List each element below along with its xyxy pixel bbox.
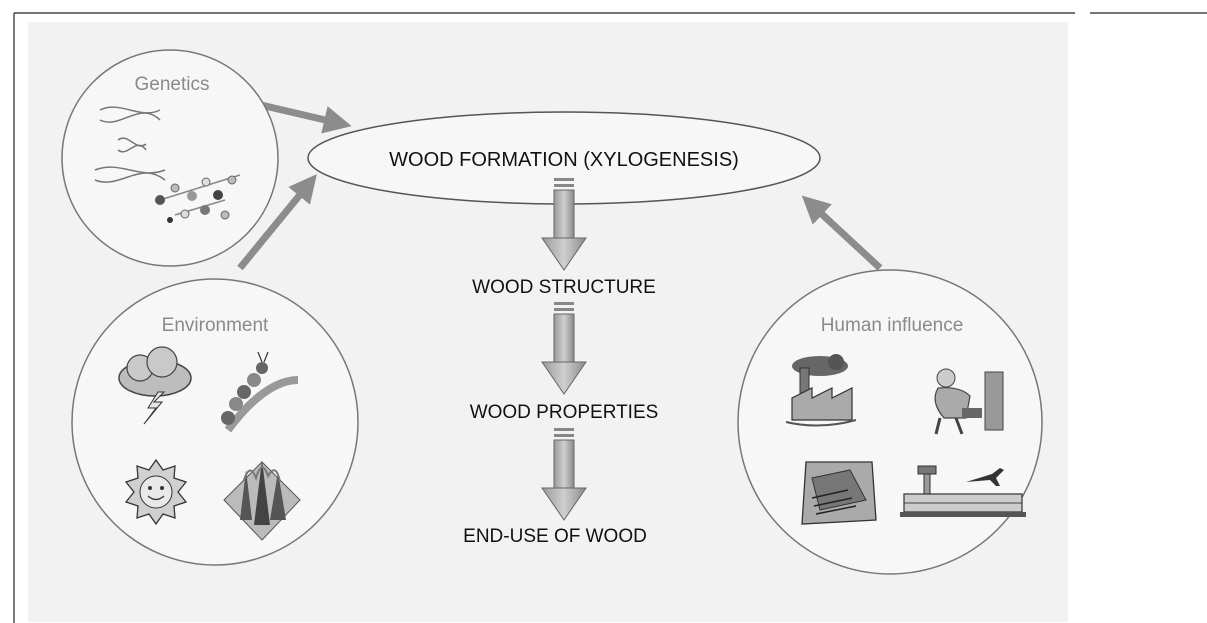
- sun-icon: [124, 458, 188, 526]
- down-arrow-2: [541, 302, 587, 395]
- end-use-label: END-USE OF WOOD: [463, 526, 647, 547]
- wood-properties-label: WOOD PROPERTIES: [470, 402, 659, 423]
- environment-circle: Environment: [71, 278, 359, 566]
- genetics-label: Genetics: [135, 74, 210, 95]
- factory-icon: [785, 354, 857, 427]
- sawmill-icon: [801, 461, 877, 525]
- human-arrow: [801, 195, 883, 271]
- forest-fire-icon: [223, 460, 301, 541]
- caterpillar-icon: [221, 351, 299, 433]
- down-arrow-1: [541, 178, 587, 271]
- wood-formation-label: WOOD FORMATION (XYLOGENESIS): [389, 149, 739, 171]
- environment-arrow: [237, 174, 317, 271]
- genetics-circle: Genetics: [61, 49, 279, 267]
- storm-cloud-icon: [118, 346, 192, 425]
- lumberjack-icon: [934, 368, 1004, 435]
- down-arrow-3: [541, 428, 587, 521]
- molecule-icon: [155, 174, 241, 223]
- airport-icon: [900, 465, 1026, 517]
- environment-label: Environment: [162, 315, 269, 336]
- dna-helix-icon: [94, 106, 166, 183]
- human-influence-circle: Human influence: [737, 269, 1043, 575]
- wood-structure-label: WOOD STRUCTURE: [472, 277, 656, 298]
- human-influence-label: Human influence: [821, 315, 964, 336]
